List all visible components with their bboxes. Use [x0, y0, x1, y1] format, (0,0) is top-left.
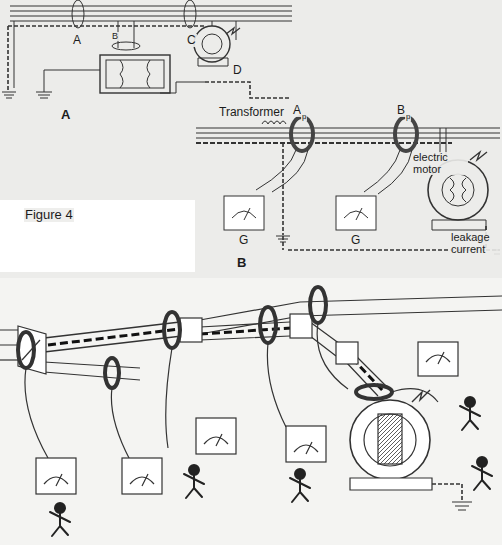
label: leakage current: [450, 232, 500, 255]
label: Transformer: [218, 106, 285, 119]
label: C: [186, 34, 197, 47]
label: G: [238, 234, 249, 247]
label: B: [111, 32, 119, 41]
label: G: [350, 234, 361, 247]
label: A: [60, 108, 71, 122]
label: B: [236, 256, 247, 270]
label: electric motor: [412, 152, 468, 175]
label: A: [72, 34, 82, 47]
label: p: [405, 113, 411, 121]
label: p: [301, 113, 307, 121]
label: Figure 4: [24, 208, 74, 222]
label: D: [232, 64, 243, 77]
